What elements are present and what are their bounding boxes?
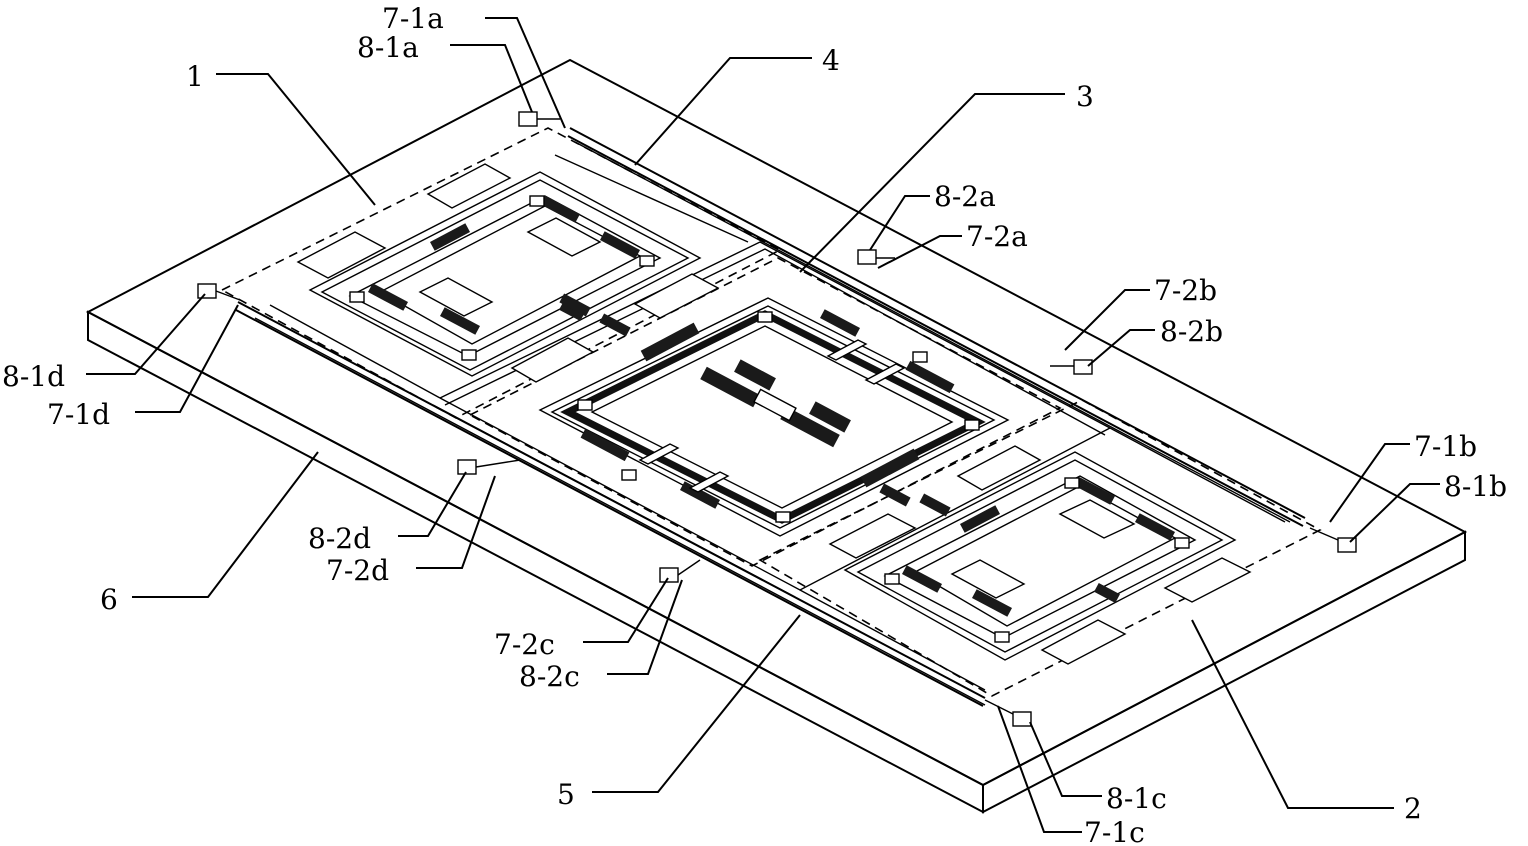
substrate-plate bbox=[85, 58, 1468, 814]
anchor-pads bbox=[197, 111, 1357, 727]
coupling-bars bbox=[559, 293, 951, 517]
spring-pad bbox=[828, 445, 1252, 665]
right-mass-block bbox=[828, 445, 1252, 665]
label-3: 3 bbox=[1076, 80, 1094, 113]
central-block bbox=[538, 297, 1010, 537]
label-7-1c: 7-1c bbox=[1084, 816, 1145, 846]
label-1: 1 bbox=[186, 60, 204, 93]
leader-lines bbox=[86, 17, 1440, 833]
label-8-1a: 8-1a bbox=[357, 31, 419, 64]
label-8-1d: 8-1d bbox=[2, 360, 65, 393]
label-5: 5 bbox=[557, 778, 575, 811]
label-7-2a: 7-2a bbox=[966, 220, 1028, 253]
label-7-1a: 7-1a bbox=[382, 2, 444, 35]
label-7-2c: 7-2c bbox=[494, 628, 555, 661]
label-8-2d: 8-2d bbox=[308, 522, 371, 555]
label-7-1b: 7-1b bbox=[1414, 430, 1477, 463]
label-6: 6 bbox=[100, 583, 118, 616]
dashed-region-2 bbox=[758, 399, 1322, 697]
spring-pad bbox=[296, 163, 720, 383]
label-8-1c: 8-1c bbox=[1106, 782, 1167, 815]
dashed-region-1 bbox=[220, 127, 782, 419]
label-4: 4 bbox=[822, 44, 840, 77]
left-mass-block bbox=[296, 163, 720, 383]
label-8-2a: 8-2a bbox=[934, 180, 996, 213]
label-7-2d: 7-2d bbox=[326, 554, 389, 587]
label-2: 2 bbox=[1404, 792, 1422, 825]
label-7-1d: 7-1d bbox=[47, 398, 110, 431]
label-7-2b: 7-2b bbox=[1154, 274, 1217, 307]
label-8-1b: 8-1b bbox=[1444, 470, 1507, 503]
label-8-2c: 8-2c bbox=[519, 660, 580, 693]
label-8-2b: 8-2b bbox=[1160, 315, 1223, 348]
